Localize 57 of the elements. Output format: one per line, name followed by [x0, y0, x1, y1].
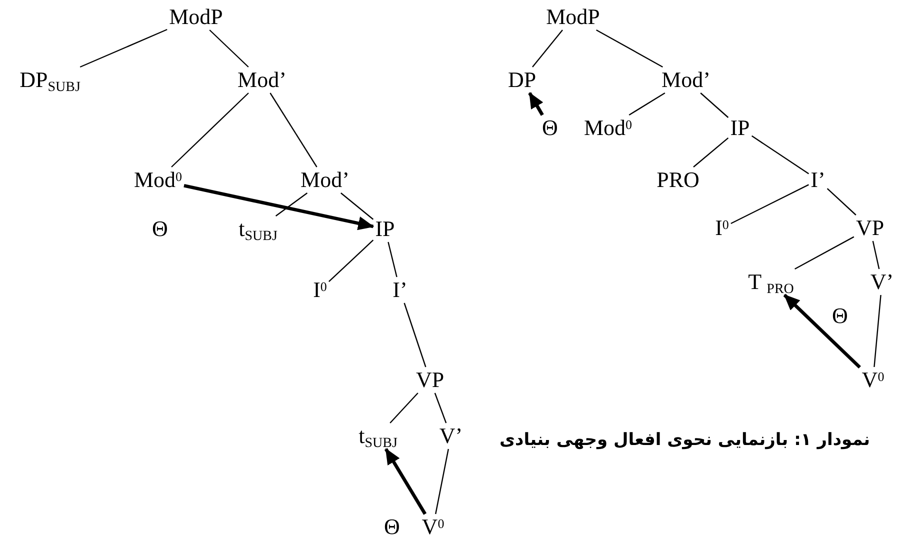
tree-node-label: T $_{PRO}$ — [748, 271, 794, 293]
tree-branch-line — [209, 30, 249, 68]
tree-node-label: I’ — [810, 169, 826, 191]
tree-branch-line — [340, 192, 374, 220]
tree-node-label: Mod’ — [662, 69, 710, 91]
tree-branch-line — [80, 28, 168, 68]
tree-branch-line — [404, 302, 426, 368]
tree-branch-line — [596, 29, 663, 68]
arrow — [783, 294, 861, 369]
tree-node-label: DP — [508, 69, 536, 91]
tree-node-label: Θ — [384, 516, 400, 538]
tree-branch-line — [700, 92, 729, 118]
tree-branch-line — [872, 240, 880, 270]
tree-node-label: V’ — [439, 425, 463, 447]
tree-branch-line — [434, 392, 447, 424]
tree-node-label: V’ — [870, 271, 894, 293]
tree-branch-line — [270, 92, 318, 168]
tree-branch-line — [171, 92, 249, 168]
tree-node-label: PRO — [656, 169, 700, 191]
tree-branch-line — [693, 137, 729, 168]
tree-node-label: ModP — [169, 6, 223, 28]
tree-node-label: I$^{0}$ — [715, 217, 729, 239]
tree-node-label: IP — [730, 117, 750, 139]
arrow — [184, 184, 374, 230]
tree-node-label: t$_{SUBJ}$ — [238, 218, 278, 240]
tree-branch-line — [751, 135, 810, 174]
tree-node-label: Mod’ — [238, 69, 286, 91]
tree-node-label: ModP — [546, 6, 600, 28]
arrow — [384, 448, 427, 515]
tree-node-label: I’ — [392, 279, 408, 301]
tree-branch-line — [275, 192, 308, 216]
tree-node-label: Θ — [152, 218, 168, 240]
tree-node-label: Mod’ — [300, 169, 350, 191]
tree-branch-line — [388, 242, 398, 278]
tree-node-label: VP — [856, 217, 884, 239]
tree-branch-line — [328, 240, 374, 282]
tree-branch-line — [826, 188, 856, 216]
tree-branch-line — [628, 92, 666, 116]
tree-branch-line — [874, 294, 882, 368]
tree-node-label: V$^{0}$ — [862, 369, 884, 391]
tree-branch-line — [390, 392, 418, 424]
tree-node-label: Mod$^{0}$ — [134, 169, 182, 191]
tree-branch-line — [435, 448, 449, 514]
tree-branch-line — [794, 236, 854, 270]
tree-node-label: VP — [416, 369, 444, 391]
tree-branch-line — [730, 184, 809, 224]
tree-branch-line — [532, 30, 563, 68]
tree-node-label: Θ — [542, 117, 558, 139]
tree-node-label: I$^{0}$ — [313, 279, 327, 301]
tree-node-label: V$^{0}$ — [422, 516, 444, 538]
tree-node-label: Θ — [832, 305, 848, 327]
tree-node-label: t$_{SUBJ}$ — [358, 425, 398, 447]
figure-caption: نمودار ۱: بازنمایی نحوی افعال وجهی بنیادی — [499, 429, 870, 452]
arrow — [528, 92, 544, 116]
tree-node-label: Mod$^{0}$ — [584, 117, 632, 139]
tree-node-label: DP$_{SUBJ}$ — [20, 69, 80, 91]
tree-node-label: IP — [375, 218, 395, 240]
